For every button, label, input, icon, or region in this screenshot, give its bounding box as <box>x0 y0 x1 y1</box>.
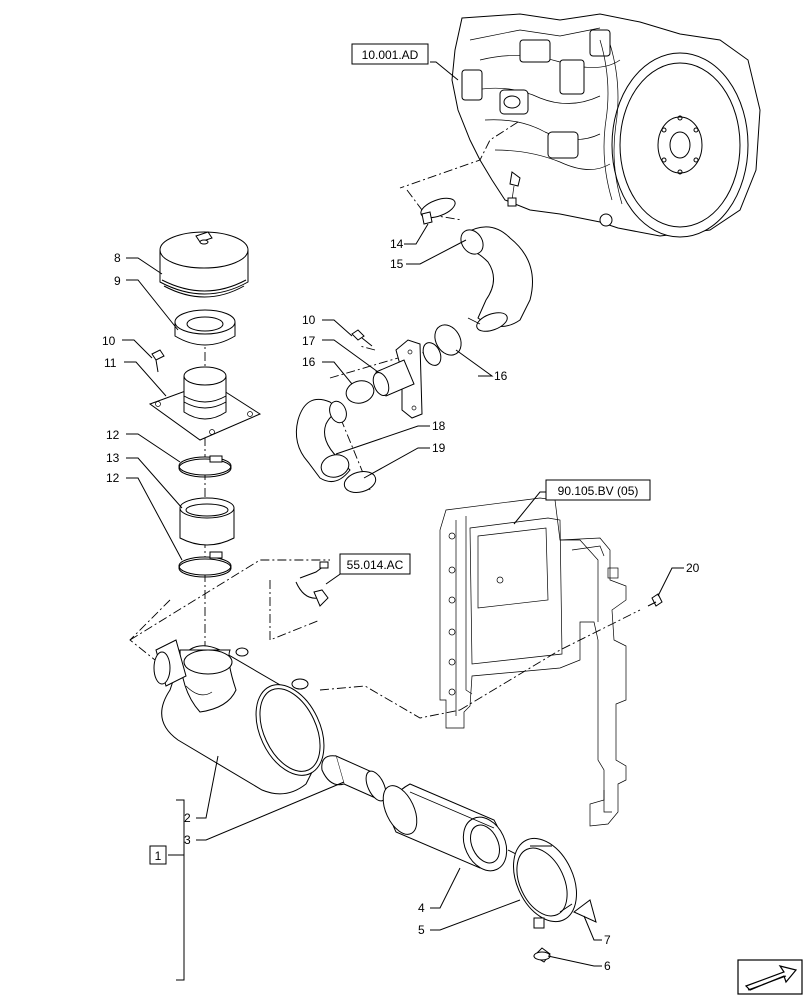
seal-ring <box>174 309 236 346</box>
mount-bolt <box>647 593 663 607</box>
precleaner-cap <box>159 231 249 298</box>
intake-bracket <box>148 366 262 441</box>
hose-clamp-upper <box>178 455 232 478</box>
callout-10-left: 10 <box>102 334 116 348</box>
callout-8: 8 <box>114 251 121 265</box>
elbow-hose-lower <box>295 398 351 483</box>
callout-18: 18 <box>432 419 446 433</box>
housing-cover <box>513 837 577 929</box>
tube-connector <box>372 339 442 419</box>
hose-clamp-right <box>434 324 462 356</box>
group-label: 1 <box>155 849 162 863</box>
callout-3: 3 <box>184 833 191 847</box>
hose-clamp-lower <box>178 551 232 578</box>
next-page-arrow-icon[interactable] <box>737 959 803 995</box>
hose-clamp-bottom <box>343 470 377 494</box>
hose-clamp-left <box>345 380 375 404</box>
callout-15: 15 <box>390 257 404 271</box>
callout-6: 6 <box>604 959 611 973</box>
callout-17: 17 <box>302 334 316 348</box>
callout-13: 13 <box>106 451 120 465</box>
hose-sleeve <box>179 497 235 546</box>
engine-illustration-icon <box>451 13 761 238</box>
ref-box-harness[interactable] <box>339 553 411 575</box>
main-filter-element <box>382 783 508 872</box>
ref-harness-text[interactable]: 55.014.AC <box>347 558 404 572</box>
callout-7: 7 <box>604 933 611 947</box>
evacuator-cone <box>573 899 597 923</box>
callout-9: 9 <box>114 274 121 288</box>
ref-engine-text[interactable]: 10.001.AD <box>362 48 419 62</box>
callout-5: 5 <box>418 923 425 937</box>
sensor-harness <box>295 561 329 607</box>
safety-filter <box>321 755 387 802</box>
callout-16-left: 16 <box>302 355 316 369</box>
callout-19: 19 <box>432 441 446 455</box>
group-box <box>149 845 167 865</box>
callout-12-lower: 12 <box>106 471 120 485</box>
leader-lines <box>122 61 684 981</box>
dust-valve <box>533 947 551 963</box>
callout-4: 4 <box>418 901 425 915</box>
ref-frame-text[interactable]: 90.105.BV (05) <box>558 484 639 498</box>
elbow-hose-upper <box>460 226 533 332</box>
callout-12-upper: 12 <box>106 428 120 442</box>
callout-11: 11 <box>104 356 117 370</box>
callout-20: 20 <box>686 561 700 575</box>
callout-2: 2 <box>184 811 191 825</box>
radiator-frame <box>439 497 627 827</box>
callout-10-right: 10 <box>302 313 316 327</box>
hose-clamp-top <box>420 197 456 225</box>
callout-14: 14 <box>390 237 404 251</box>
air-cleaner-housing <box>153 639 325 795</box>
callout-16-right: 16 <box>494 369 508 383</box>
bolt-left <box>151 349 165 373</box>
bolt-right <box>351 329 373 347</box>
ref-box-frame[interactable] <box>545 479 651 501</box>
ref-box-engine[interactable] <box>351 43 429 65</box>
